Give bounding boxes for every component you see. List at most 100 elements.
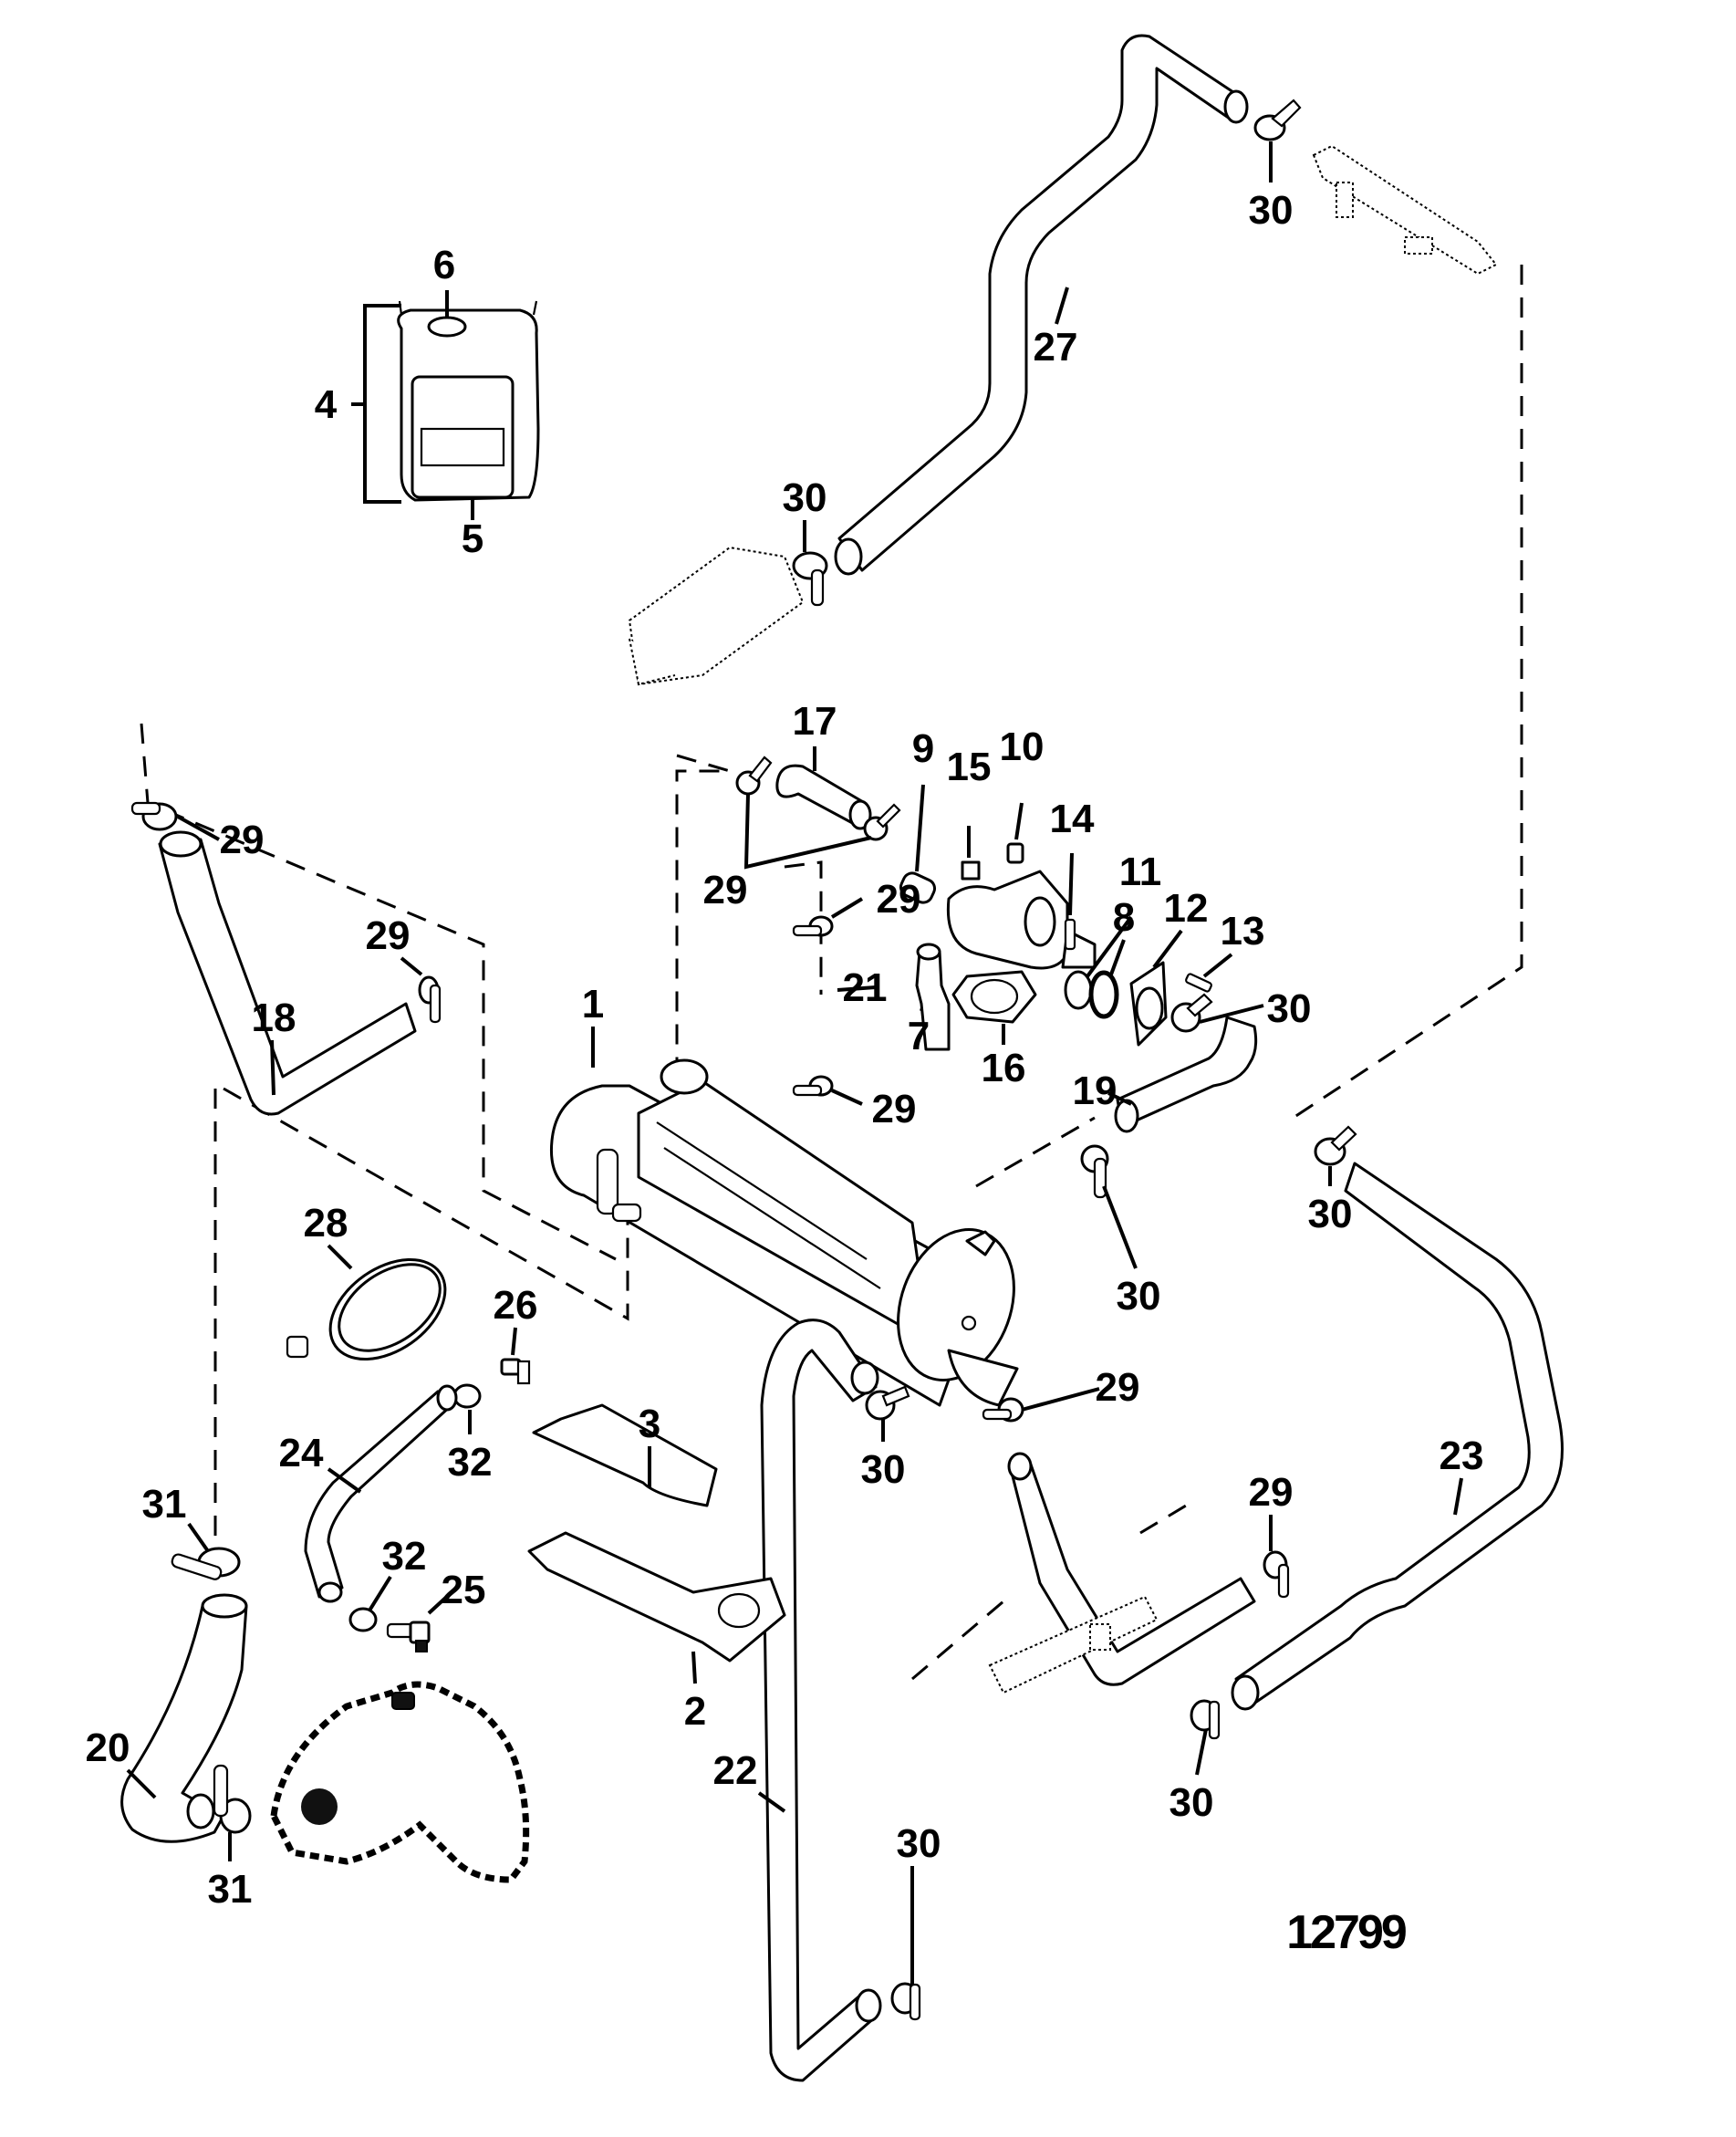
callout-29-g: 29 — [872, 1087, 917, 1131]
elbow-fitting-25[interactable] — [386, 1621, 431, 1652]
leader-31-a — [187, 1522, 210, 1553]
hose-24[interactable] — [304, 1384, 458, 1603]
callout-29-de: 29 — [703, 868, 748, 912]
clamp-30-e[interactable] — [865, 1385, 910, 1421]
hose-22[interactable] — [760, 1319, 882, 2082]
clamp-29-f[interactable] — [792, 915, 834, 937]
clamp-29-c[interactable] — [418, 975, 442, 1024]
clamp-30-g[interactable] — [1190, 1699, 1221, 1740]
hose-21[interactable] — [915, 943, 951, 1051]
hose-27-end — [1223, 89, 1249, 124]
clamp-32-b[interactable] — [348, 1607, 378, 1632]
o-ring-8[interactable] — [1088, 970, 1119, 1019]
clamp-32-a[interactable] — [452, 1383, 482, 1409]
dashed-line-hose-21 — [784, 860, 823, 995]
sender-fitting-15[interactable] — [961, 860, 981, 881]
thermostat-cover-12[interactable] — [1129, 961, 1168, 1047]
thermostat-11[interactable] — [1064, 970, 1093, 1010]
callout-19: 19 — [1073, 1068, 1117, 1113]
clamp-29-g[interactable] — [792, 1075, 834, 1097]
callout-3: 3 — [639, 1402, 660, 1446]
clamp-30-a[interactable] — [792, 551, 828, 607]
connection-lines — [140, 265, 1523, 1681]
leader-29-de — [743, 793, 872, 870]
callout-15: 15 — [947, 745, 992, 789]
leader-30-c — [1102, 1185, 1138, 1269]
clamp-29-h[interactable] — [1263, 1550, 1290, 1599]
heat-shield-upper-3[interactable] — [532, 1403, 718, 1507]
reservoir-assembly[interactable] — [397, 300, 540, 502]
clamp-29-d[interactable] — [735, 756, 773, 796]
clamp-30-f[interactable] — [890, 1982, 921, 2021]
callout-2: 2 — [684, 1689, 706, 1734]
strap-clamp-28[interactable] — [286, 1239, 463, 1380]
leader-26 — [511, 1327, 517, 1356]
thermostat-housing[interactable] — [946, 870, 1097, 970]
bolt-14[interactable] — [1064, 918, 1076, 951]
bracket-4 — [363, 304, 401, 504]
hose-19[interactable] — [1114, 1016, 1258, 1133]
clamp-30-b[interactable] — [1170, 993, 1213, 1033]
callout-1: 1 — [582, 982, 604, 1027]
reservoir-cap[interactable] — [427, 316, 467, 338]
callout-29-h: 29 — [1249, 1470, 1294, 1515]
heat-exchanger-lower-housing — [947, 1349, 1019, 1407]
leader-10 — [1014, 802, 1024, 840]
callout-20: 20 — [86, 1725, 130, 1770]
leader-22 — [757, 1791, 786, 1813]
hose-20[interactable] — [120, 1593, 248, 1843]
figure-id: 12799 — [1286, 1906, 1406, 1959]
clamp-31-b[interactable] — [213, 1764, 252, 1834]
leader-28 — [327, 1244, 353, 1270]
elbow-fitting-26[interactable] — [500, 1358, 531, 1385]
heat-exchanger-port-a — [596, 1148, 619, 1215]
dashed-line-left-lower — [223, 1087, 629, 1321]
top-right-fitting-ghost — [1312, 144, 1498, 276]
leader-29-c — [400, 956, 423, 976]
leader-29-i — [1021, 1387, 1100, 1412]
callout-32-a: 32 — [448, 1440, 493, 1485]
hose-18[interactable] — [158, 830, 417, 1116]
clamp-29-b[interactable] — [130, 801, 178, 831]
callout-18: 18 — [252, 996, 296, 1040]
gasket-16[interactable] — [951, 970, 1037, 1024]
leader-18 — [270, 1039, 275, 1096]
callout-22: 22 — [713, 1748, 758, 1793]
callout-29-c: 29 — [366, 913, 411, 958]
hose-17[interactable] — [775, 764, 872, 830]
leader-23 — [1453, 1477, 1463, 1516]
seawater-pump-ghost — [628, 546, 805, 686]
heat-exchanger[interactable] — [549, 1058, 1034, 1407]
water-pump-ghost — [270, 1681, 530, 1883]
leader-19 — [1107, 1091, 1132, 1106]
screw-13[interactable] — [1185, 973, 1212, 993]
clamp-31-a[interactable] — [171, 1547, 241, 1580]
leader-29-b — [177, 815, 220, 841]
callout-12: 12 — [1164, 886, 1209, 931]
leader-13 — [1202, 953, 1233, 978]
callout-29-b: 29 — [220, 818, 265, 862]
hose-27[interactable] — [834, 34, 1249, 576]
hose-23[interactable] — [1231, 1162, 1564, 1711]
hose-27-end-lower — [834, 537, 863, 576]
leader-20 — [126, 1768, 157, 1799]
reservoir-hooks — [398, 300, 538, 316]
callout-28: 28 — [304, 1201, 348, 1246]
dashed-line-lower-pipe-right — [1139, 1504, 1187, 1535]
clamp-29-i[interactable] — [982, 1397, 1024, 1423]
callout-29-i: 29 — [1096, 1365, 1140, 1410]
callout-11: 11 — [1119, 850, 1162, 894]
clamp-30-top[interactable] — [1253, 99, 1302, 141]
callout-30-top: 30 — [1249, 188, 1294, 233]
heat-exchanger-port-b — [611, 1203, 642, 1223]
plug-10[interactable] — [1006, 842, 1024, 864]
pressure-cap[interactable] — [660, 1058, 709, 1095]
clamp-29-e[interactable] — [863, 803, 901, 841]
clamp-30-d[interactable] — [1314, 1125, 1357, 1166]
callout-30-d: 30 — [1308, 1192, 1353, 1236]
hose-fitting-9[interactable] — [898, 870, 938, 906]
callout-30-b: 30 — [1267, 986, 1312, 1031]
leader-30-g — [1195, 1728, 1208, 1776]
heat-shield-lower-2[interactable] — [527, 1531, 786, 1663]
